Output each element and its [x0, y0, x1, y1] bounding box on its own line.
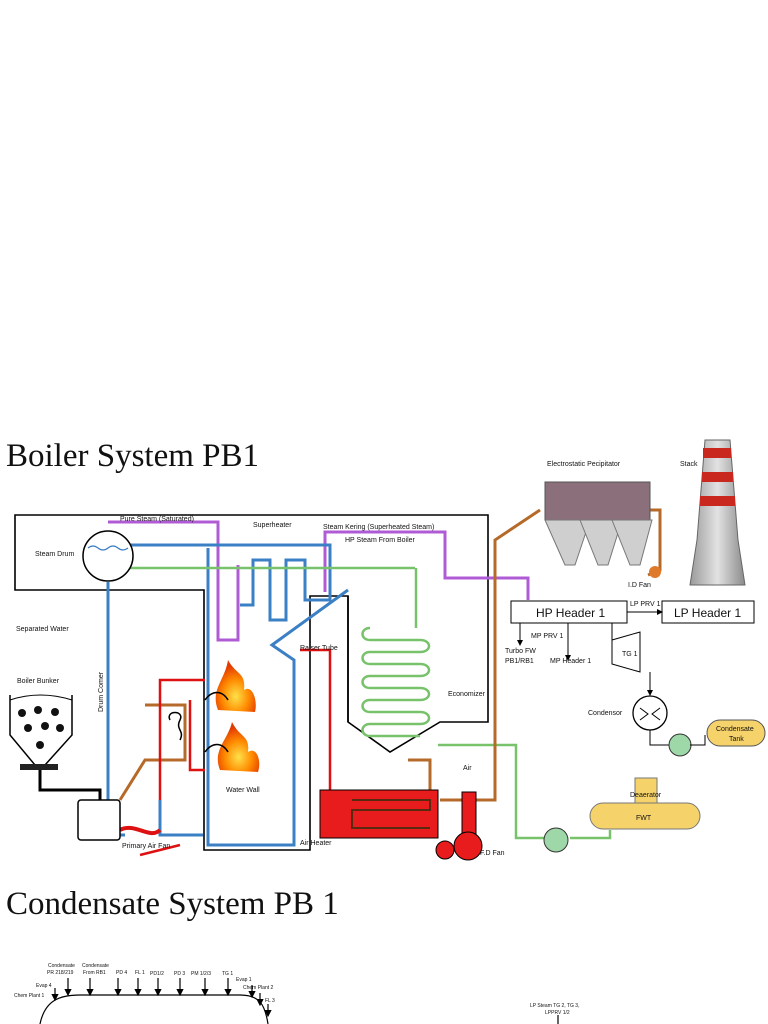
deaerator — [543, 777, 701, 853]
evap4-label: Evap 4 — [36, 983, 52, 989]
condensate-header — [39, 978, 559, 1024]
fd-fan-label: F.D Fan — [480, 850, 505, 857]
separated-water-label: Separated Water — [16, 626, 69, 633]
primary-air-fan-label: Primary Air Fan — [122, 843, 170, 850]
tg1-cond-label: TG 1 — [222, 971, 233, 977]
condensate-rb1-label-2: From RB1 — [83, 970, 106, 976]
condensate-tank-label-2: Tank — [729, 736, 744, 743]
chem-plant-2-label: Chem Plant 2 — [243, 985, 274, 991]
feedwater-pipes — [130, 566, 612, 840]
lp-header-label: LP Header 1 — [674, 606, 741, 620]
primary-air-fan — [119, 826, 162, 836]
steam-drum-label: Steam Drum — [35, 551, 74, 558]
condensate-rb1-label-1: Condensate — [82, 963, 109, 969]
lp-steam-label-2: LPPRV 1/2 — [545, 1010, 570, 1016]
condensate-pr-label-1: Condensate — [48, 963, 75, 969]
pm123-label: PM 1/2/3 — [191, 971, 211, 977]
pd4-label: PD 4 — [116, 970, 127, 976]
water-wall-label: Water Wall — [226, 787, 260, 794]
stack — [649, 439, 746, 586]
hp-steam-label: HP Steam From Boiler — [345, 537, 416, 544]
fl3-label: FL 3 — [265, 998, 275, 1004]
chem-plant-1-label: Chem Plant 1 — [14, 993, 45, 999]
boiler-system-title: Boiler System PB1 — [6, 438, 260, 474]
drum-comer-label: Drum Comer — [98, 671, 105, 712]
fl1-label: FL 1 — [135, 970, 145, 976]
boiler-bunker — [9, 694, 121, 841]
electrostatic-precipitator — [544, 481, 653, 566]
esp-label: Electrostatic Pecipitator — [547, 461, 621, 468]
boiler-bunker-label: Boiler Bunker — [17, 678, 60, 685]
air-heater — [319, 789, 439, 839]
air-label: Air — [463, 765, 472, 772]
air-heater-label: Air Heater — [300, 840, 332, 847]
mp-prv-label: MP PRV 1 — [531, 633, 564, 640]
evap1-label: Evap 1 — [236, 977, 252, 983]
turbine-tg1 — [611, 631, 653, 696]
deaerator-label: Deaerator — [630, 792, 662, 799]
pd3-label: PD 3 — [174, 971, 185, 977]
condensate-pr-label-2: PR 218/219 — [47, 970, 74, 976]
condensate-system-title: Condensate System PB 1 — [6, 886, 339, 922]
condensate-tank — [706, 719, 766, 747]
steam-pipes — [108, 520, 530, 642]
condensor — [632, 695, 706, 757]
steam-drum — [82, 530, 134, 582]
turbo-fw-label-2: PB1/RB1 — [505, 658, 534, 665]
fire-icon — [215, 660, 260, 772]
condensor-label: Condensor — [588, 710, 623, 717]
economizer-label: Economizer — [448, 691, 486, 698]
lp-prv-label: LP PRV 1 — [630, 601, 661, 608]
raiser-tube-label: Raiser Tube — [300, 645, 338, 652]
lp-steam-label-1: LP Steam TG 2, TG 3, — [530, 1003, 579, 1009]
pd12-label: PD1/2 — [150, 971, 164, 977]
condensate-tank-label-1: Condensate — [716, 726, 754, 733]
turbo-fw-label: Turbo FW — [505, 648, 536, 655]
headers — [510, 600, 755, 661]
superheater-label: Superheater — [253, 522, 292, 529]
fwt-label: FWT — [636, 815, 652, 822]
stack-label: Stack — [680, 461, 698, 468]
id-fan-label: I.D Fan — [628, 582, 651, 589]
mp-header-label: MP Header 1 — [550, 658, 591, 665]
hp-header-label: HP Header 1 — [536, 606, 605, 620]
air-ducts — [139, 648, 472, 857]
tg1-label: TG 1 — [622, 651, 638, 658]
boiler-outline — [14, 514, 489, 851]
steam-kering-label: Steam Kering (Superheated Steam) — [323, 524, 434, 531]
pure-steam-label: Pure Steam (Saturated) — [120, 516, 194, 523]
burner-lines — [168, 691, 229, 753]
fd-fan — [435, 791, 483, 861]
